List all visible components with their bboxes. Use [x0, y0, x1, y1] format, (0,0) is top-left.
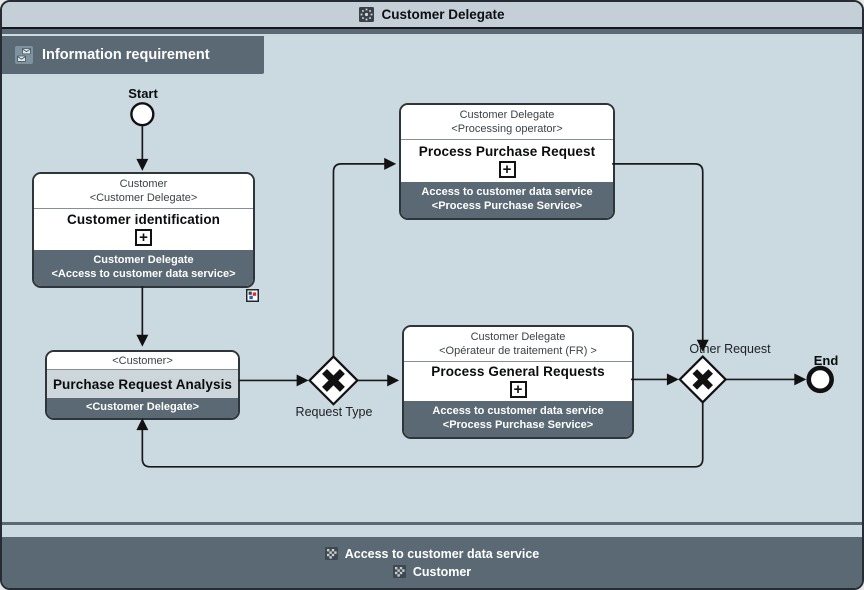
task-title: Process Purchase Request	[418, 143, 596, 159]
task-title: Purchase Request Analysis	[52, 376, 233, 392]
end-event-label: End	[813, 353, 839, 368]
task-body: Purchase Request Analysis	[47, 370, 238, 399]
request-type-gateway[interactable]	[308, 355, 359, 406]
flow-process-purchase-to-other-request	[612, 163, 704, 342]
participant-row[interactable]: Customer	[392, 563, 472, 580]
task-process-purchase-request[interactable]: Customer Delegate <Processing operator> …	[399, 103, 615, 220]
xor-x-icon	[322, 369, 345, 392]
xor-x-icon	[692, 369, 713, 390]
task-service-footer: Access to customer data service <Process…	[404, 400, 632, 437]
checker-participant-icon	[392, 565, 406, 578]
participant-label: Customer	[412, 564, 472, 579]
task-purchase-request-analysis[interactable]: <Customer> Purchase Request Analysis <Cu…	[45, 350, 240, 420]
task-process-general-requests[interactable]: Customer Delegate <Opérateur de traiteme…	[402, 325, 634, 439]
task-body: Process Purchase Request +	[401, 139, 613, 182]
task-service-footer: Access to customer data service <Process…	[401, 181, 613, 218]
task-performer-header: Customer Delegate <Processing operator>	[401, 105, 613, 140]
arrowhead-right	[666, 373, 679, 386]
participants-band: Access to customer data service Customer	[2, 537, 862, 588]
arrowhead-down	[136, 334, 149, 347]
task-performer-header: Customer Delegate <Opérateur de traiteme…	[404, 327, 632, 362]
pool-title-bar[interactable]: Customer Delegate	[2, 2, 862, 29]
frame-title: Information requirement	[42, 47, 210, 63]
subprocess-expand-icon[interactable]: +	[135, 229, 152, 247]
start-event[interactable]	[130, 102, 155, 127]
task-service-footer: <Customer Delegate>	[47, 398, 238, 418]
pool-title: Customer Delegate	[381, 7, 505, 22]
gear-icon	[359, 7, 375, 22]
task-body: Process General Requests +	[404, 361, 632, 401]
participant-label: Access to customer data service	[344, 546, 540, 561]
task-customer-identification[interactable]: Customer <Customer Delegate> Customer id…	[32, 172, 255, 288]
application-data-icon	[246, 289, 259, 302]
task-title: Customer identification	[66, 212, 221, 228]
other-request-gateway[interactable]	[678, 355, 728, 404]
frame-header[interactable]: Information requirement	[2, 36, 264, 74]
start-event-label: Start	[128, 86, 158, 101]
subprocess-expand-icon[interactable]: +	[509, 381, 527, 399]
task-body: Customer identification +	[34, 208, 253, 250]
frame-bottom-edge	[2, 522, 862, 525]
task-performer-header: Customer <Customer Delegate>	[34, 174, 253, 209]
task-title: Process General Requests	[431, 364, 605, 380]
subprocess-expand-icon[interactable]: +	[498, 160, 516, 178]
request-type-gateway-label: Request Type	[295, 405, 373, 419]
information-requirement-icon	[15, 46, 33, 64]
end-event[interactable]	[806, 365, 834, 394]
task-performer-header: <Customer>	[47, 352, 238, 371]
arrowhead-right	[794, 373, 807, 386]
task-service-footer: Customer Delegate <Access to customer da…	[34, 249, 253, 286]
arrowhead-right	[387, 374, 400, 387]
participant-row[interactable]: Access to customer data service	[324, 545, 540, 562]
checker-participant-icon	[324, 547, 338, 560]
flow-request-type-to-process-purchase	[332, 163, 387, 357]
other-request-gateway-label: Other Request	[689, 342, 771, 356]
arrowhead-down	[136, 158, 149, 171]
frame-top-edge	[2, 29, 862, 34]
arrowhead-right	[384, 157, 397, 170]
arrowhead-right	[296, 374, 309, 387]
